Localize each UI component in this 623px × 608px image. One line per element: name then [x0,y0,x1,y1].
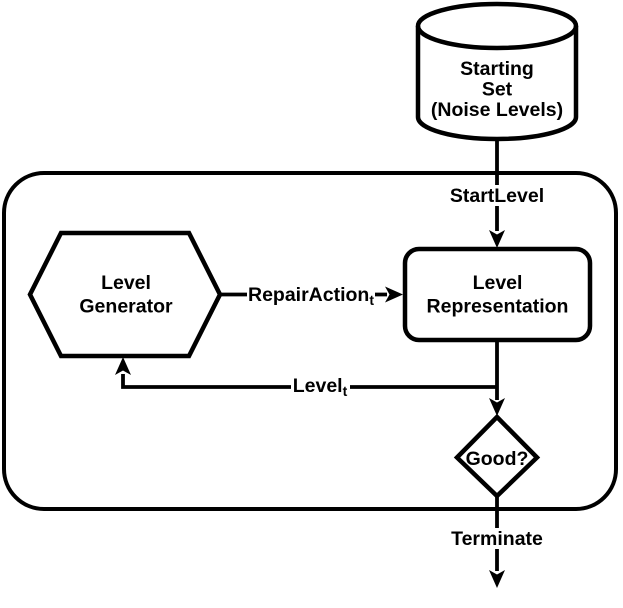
starting-set-label-line3: (Noise Levels) [431,99,563,121]
edge-repair-action-label: RepairActiont [248,284,374,308]
node-starting-set: Starting Set (Noise Levels) [415,1,579,142]
starting-set-label-line2: Set [482,79,513,101]
level-representation-label-line2: Representation [427,296,569,318]
edge-repair-action-label-main: RepairAction [248,284,369,306]
level-generator-label-line2: Generator [79,296,173,318]
arrowhead-right-repair-action [385,286,403,303]
edge-start-level-label-bg [447,185,547,206]
arrowhead-down-terminate [489,570,505,588]
good-check-label: Good? [466,448,529,470]
starting-set-cylinder-body [415,1,579,142]
edge-terminate: Terminate [450,496,545,588]
edge-start-level: StartLevel [447,138,547,248]
edge-start-level-label: StartLevel [450,185,544,207]
starting-set-cylinder-top-rim [415,25,579,51]
edge-level-t-label-bg [291,375,350,397]
edge-level-t-label-main: Level [293,375,343,397]
level-representation-box [402,246,593,343]
edge-level-t: Levelt [115,357,497,399]
arrowhead-down-to-good [489,398,505,416]
edge-level-t-line [121,374,497,389]
edge-terminate-label-bg [450,528,545,549]
loop-container-frame [2,171,618,511]
edge-terminate-label: Terminate [451,528,543,550]
edge-level-t-label-sub: t [343,383,348,399]
starting-set-label-line1: Starting [460,58,534,80]
edge-repair-action: RepairActiont [220,284,403,308]
node-good-check: Good? [453,413,541,500]
arrowhead-down-start-level [489,230,505,248]
edge-level-t-label: Levelt [293,375,348,399]
edge-repair-action-label-bg [247,284,375,306]
level-generator-label-line1: Level [101,272,151,294]
arrowhead-up-level-t [115,357,131,375]
edge-repair-action-label-sub: t [369,292,374,308]
good-check-diamond [453,413,541,500]
node-level-representation: Level Representation [402,246,593,343]
level-generator-hexagon [27,230,223,359]
level-representation-label-line1: Level [473,272,523,294]
edge-to-good [489,340,505,416]
node-level-generator: Level Generator [27,230,223,359]
